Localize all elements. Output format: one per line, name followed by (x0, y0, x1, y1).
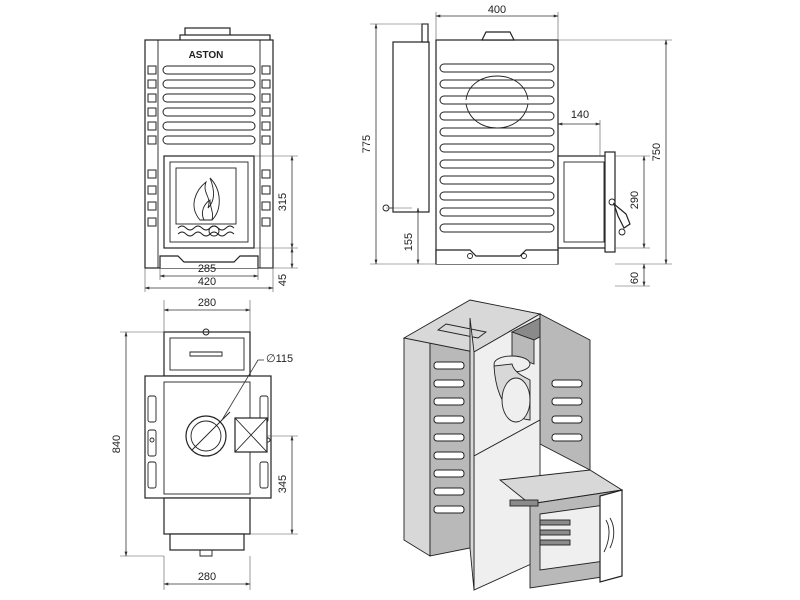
dim-top-width: 280 (198, 297, 216, 309)
flame-icon (193, 177, 220, 221)
dim-door-height: 315 (277, 193, 289, 211)
dim-length: 840 (111, 435, 123, 453)
side-slots (439, 63, 555, 233)
handle-icon (608, 198, 631, 236)
dim-base: 60 (629, 272, 641, 284)
top-view: 280 280 840 ∅115 345 (111, 297, 298, 590)
side-view: 400 775 155 750 140 290 60 (361, 4, 672, 287)
dim-door-width: 285 (198, 263, 216, 275)
dim-flue-offset: 140 (571, 109, 589, 121)
dim-tunnel-height: 290 (629, 191, 641, 209)
dim-flue-diameter: ∅115 (266, 353, 293, 365)
dim-side-height-right: 750 (651, 143, 663, 161)
dim-side-width: 400 (488, 4, 506, 16)
dim-depth: 345 (277, 475, 289, 493)
cutaway-3d-view (402, 299, 624, 591)
front-view: ASTON (144, 27, 298, 292)
dim-leg-height: 45 (277, 274, 289, 286)
dim-bottom-width: 280 (198, 571, 216, 583)
dim-side-height: 775 (361, 135, 373, 153)
brand-logo: ASTON (189, 50, 224, 61)
front-slots (147, 65, 271, 227)
dim-width-top: 420 (198, 276, 216, 288)
cutaway-slots (433, 361, 465, 514)
dim-bottom-offset: 155 (403, 233, 415, 251)
